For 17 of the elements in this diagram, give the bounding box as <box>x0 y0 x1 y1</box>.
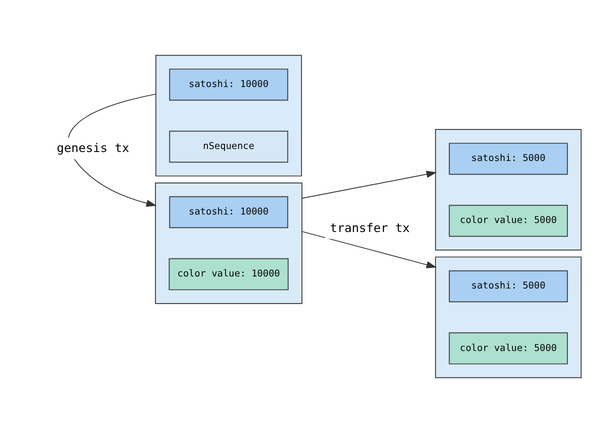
arrow <box>68 93 157 206</box>
edge-label: genesis tx <box>56 140 130 155</box>
node-box: satoshi: 5000 <box>448 270 568 302</box>
node-box: color value: 10000 <box>168 258 289 290</box>
cluster <box>435 128 582 250</box>
node-box: nSequence <box>169 130 288 162</box>
node-box: satoshi: 10000 <box>169 68 288 100</box>
node-box: color value: 5000 <box>448 204 568 236</box>
node-box: color value: 5000 <box>448 332 568 364</box>
cluster <box>155 182 302 304</box>
cluster <box>435 256 582 378</box>
arrow <box>302 230 437 268</box>
node-box: satoshi: 5000 <box>448 142 568 174</box>
cluster <box>155 54 302 176</box>
arrow <box>302 170 437 198</box>
node-box: satoshi: 10000 <box>169 196 288 228</box>
edge-label: transfer tx <box>330 220 410 234</box>
